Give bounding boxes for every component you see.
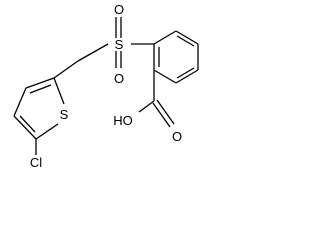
bond-s1-c5 (35, 123, 59, 140)
background (0, 0, 235, 194)
bond-c-o-double-a (152, 102, 171, 128)
molecule-canvas: S O O S Cl HO O (0, 0, 235, 194)
carboxyl-o-label: O (172, 129, 182, 144)
bond-sulfonyl-methylene (77, 43, 109, 62)
bond-c3-c2 (25, 77, 55, 89)
bond-c5-c4 (13, 115, 37, 140)
structure-drawing: S O O S Cl HO O (0, 0, 235, 194)
sulfonyl-group: S O O (77, 2, 154, 86)
carboxyl-oh-label: HO (113, 113, 133, 128)
sulfonyl-s-label: S (115, 37, 124, 52)
bond-c5-c4-inner (19, 115, 36, 133)
chlorine-label: Cl (30, 155, 42, 170)
bond-c-oh (138, 100, 155, 113)
thiophene-ring: S (13, 77, 69, 140)
sulfonyl-o-right-label: O (114, 71, 124, 86)
carboxylic-acid-group: HO O (113, 70, 182, 144)
bond-c4-c3 (13, 87, 27, 117)
bond-c3-c2-inner (29, 84, 52, 94)
bond-c-o-double-b (156, 99, 175, 125)
sulfonyl-o-left-label: O (114, 2, 124, 17)
thiophene-s-label: S (60, 107, 69, 122)
bond-methylene-thiophene (53, 60, 79, 79)
bond-c2-s1 (53, 77, 65, 105)
benzene-ring (153, 30, 199, 84)
